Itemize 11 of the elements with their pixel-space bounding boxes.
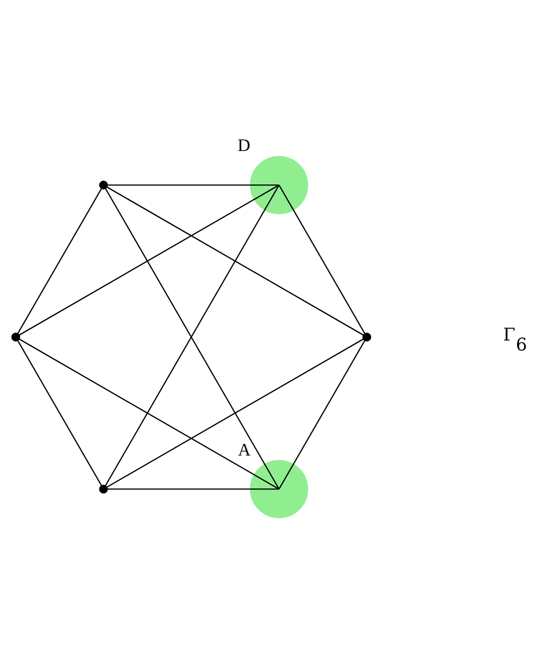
connector [15, 336, 280, 490]
connector [15, 184, 280, 338]
node-circle [11, 332, 20, 342]
node-circle [250, 460, 308, 518]
node-circle [99, 484, 108, 494]
node-circle [250, 156, 308, 214]
node-circle [362, 332, 372, 342]
node-label: D [238, 135, 250, 156]
connector [102, 184, 280, 490]
node-label: A [238, 439, 251, 460]
node-circle [99, 180, 108, 190]
